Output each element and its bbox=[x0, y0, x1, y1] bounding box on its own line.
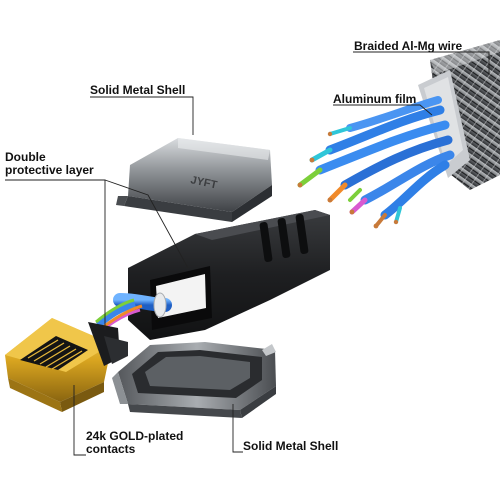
solid-metal-shell-bottom bbox=[112, 342, 276, 418]
callout-shell-bottom-line bbox=[232, 404, 243, 453]
label-braided-wire: Braided Al-Mg wire bbox=[354, 39, 463, 53]
callout-double-branch bbox=[104, 179, 189, 269]
label-gold-line2: contacts bbox=[86, 442, 136, 456]
label-solid-metal-shell-top: Solid Metal Shell bbox=[90, 83, 186, 97]
connector-housing bbox=[128, 210, 330, 340]
callout-gold-line bbox=[73, 385, 86, 456]
label-gold-contacts: 24k GOLD-plated contacts bbox=[86, 430, 183, 456]
label-gold-line1: 24k GOLD-plated bbox=[86, 429, 184, 443]
label-aluminum-film: Aluminum film bbox=[333, 92, 417, 106]
gold-hdmi-plug bbox=[5, 318, 128, 412]
callout-double-line bbox=[5, 179, 106, 330]
label-solid-metal-shell-bottom: Solid Metal Shell bbox=[243, 439, 339, 453]
brand-mark: JYFT bbox=[189, 174, 218, 191]
label-double-protective-layer: Double protective layer bbox=[5, 151, 94, 177]
callout-lines bbox=[5, 51, 490, 456]
solid-metal-shell-top: JYFT bbox=[116, 138, 272, 222]
callout-film-line bbox=[333, 104, 433, 116]
label-double-line2: protective layer bbox=[5, 163, 94, 177]
callout-shell-top-line bbox=[90, 96, 194, 135]
label-double-line1: Double bbox=[5, 150, 46, 164]
callout-braided-line bbox=[353, 51, 490, 75]
internal-wires-exposed bbox=[297, 96, 455, 229]
